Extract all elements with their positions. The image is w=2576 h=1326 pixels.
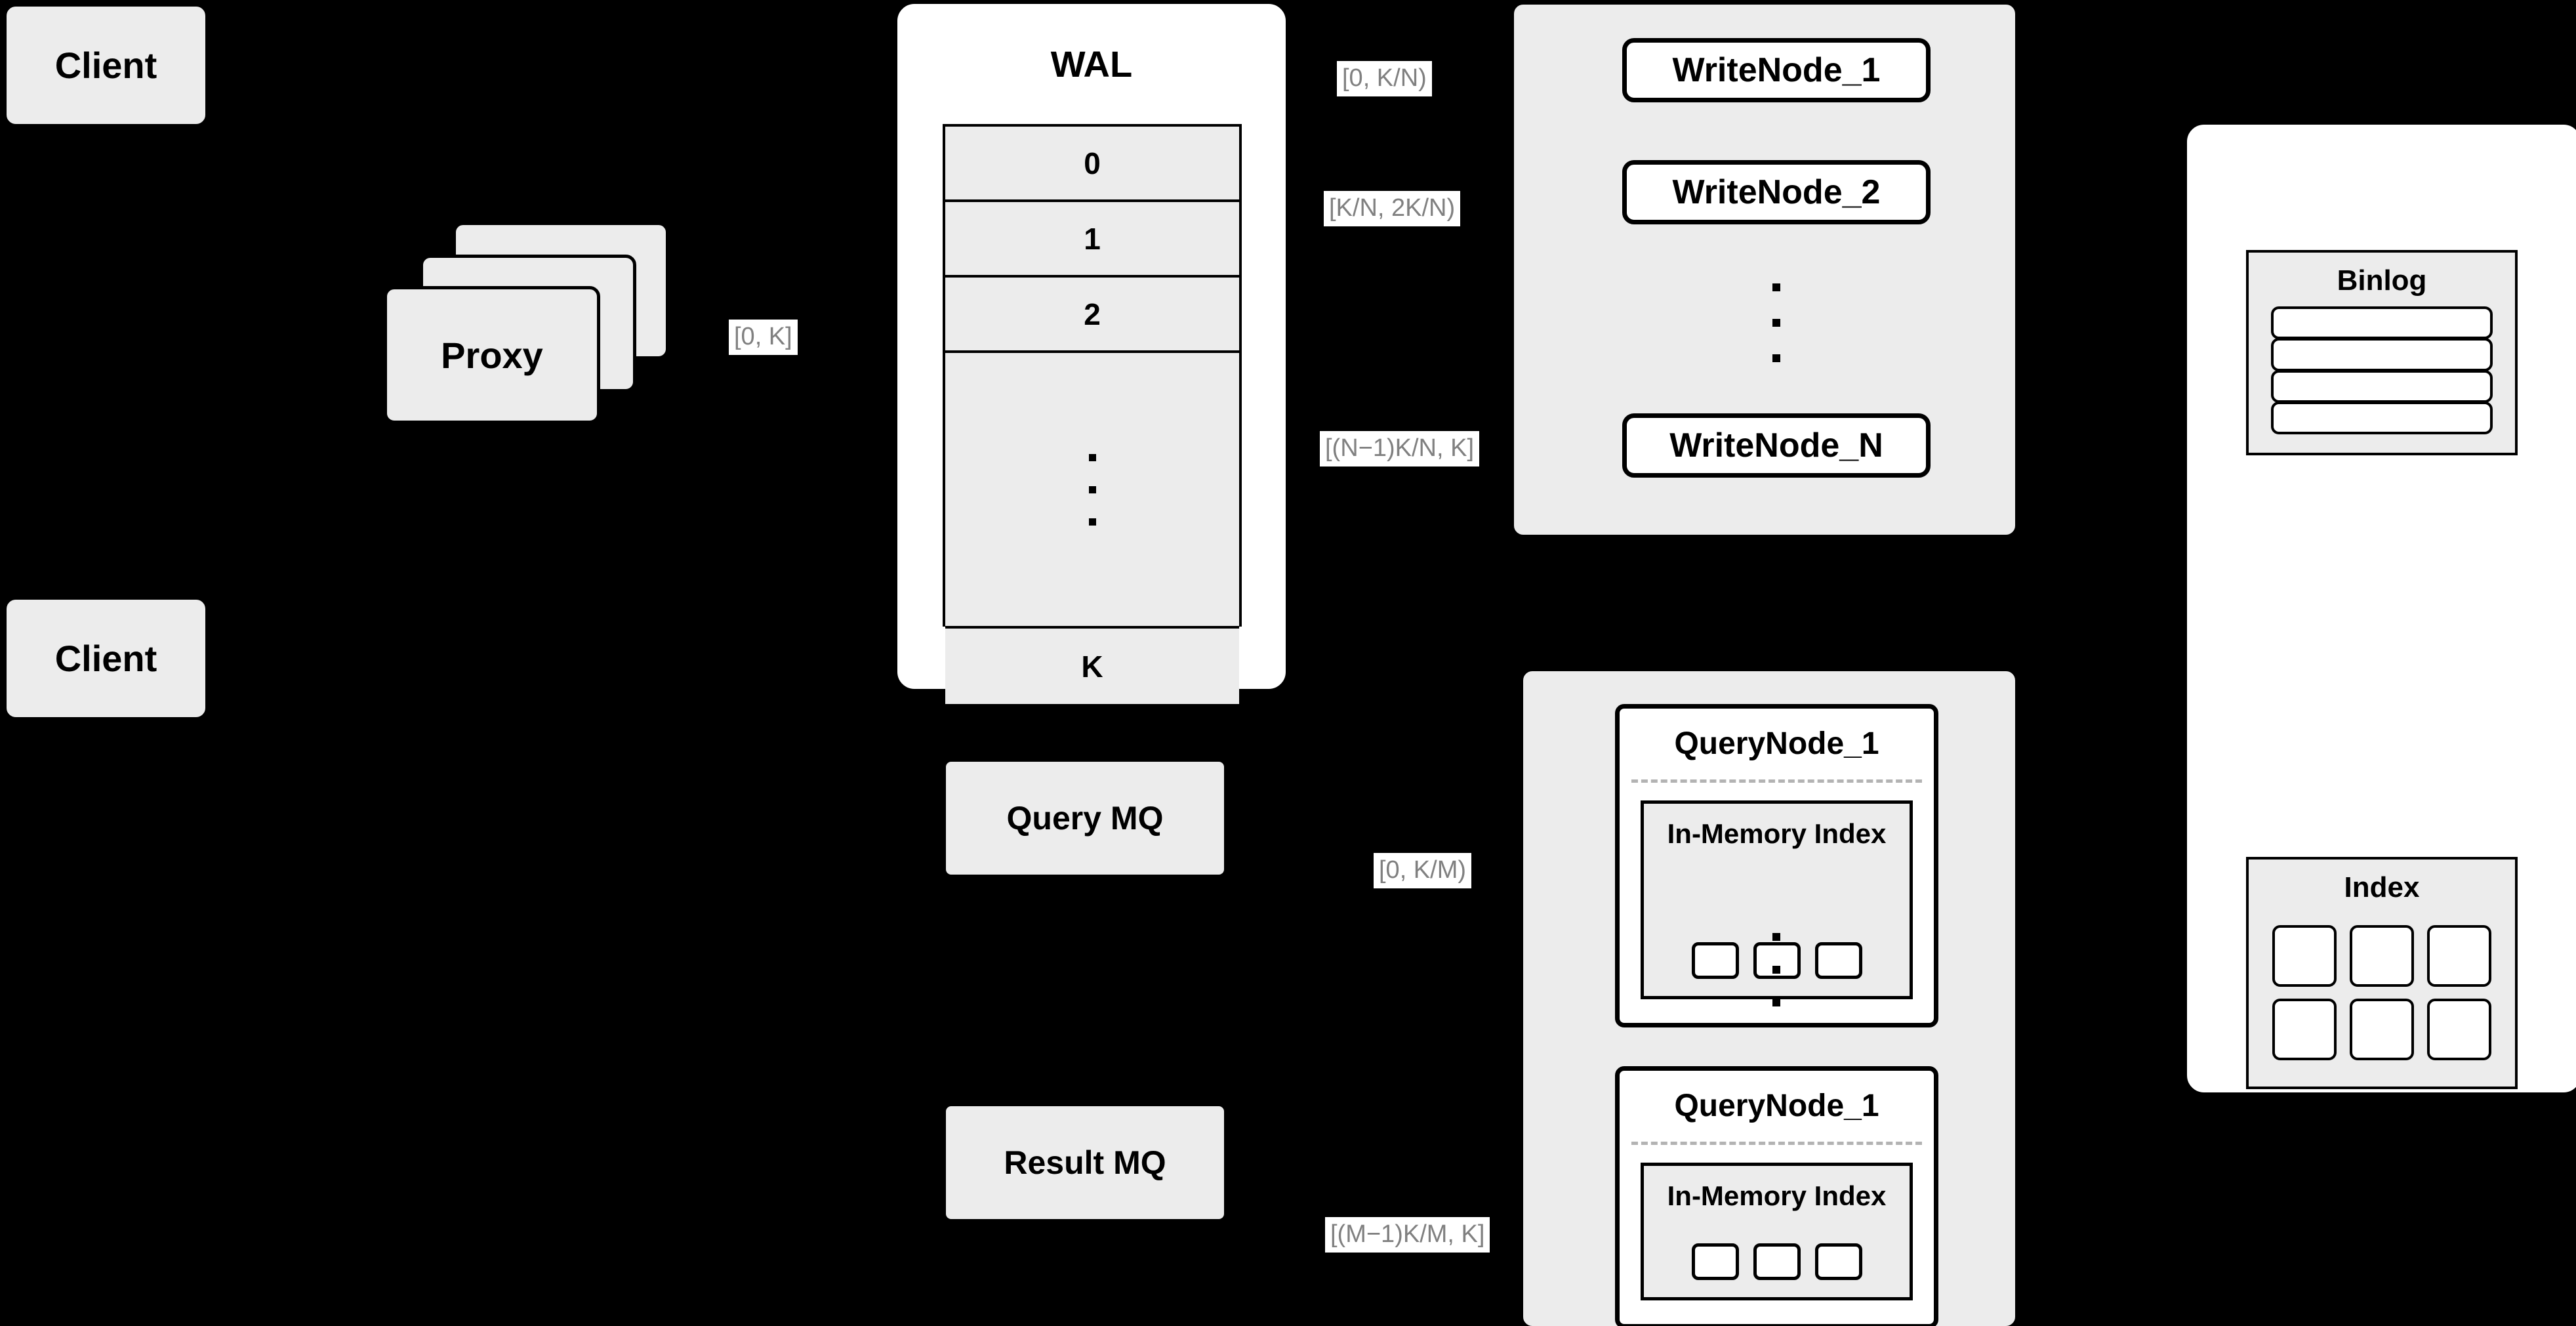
write-node-ellipsis: [1772, 283, 1780, 362]
binlog-row[interactable]: [2271, 306, 2493, 340]
wal-entry-list: 0 1 2 K: [943, 124, 1242, 704]
index-cell[interactable]: [1753, 942, 1801, 979]
wal-entry[interactable]: K: [945, 629, 1239, 704]
client-label: Client: [54, 637, 157, 679]
in-memory-index-label: In-Memory Index: [1667, 818, 1887, 849]
ellipsis-dot: [1772, 999, 1780, 1006]
write-node-1[interactable]: WriteNode_1: [1622, 38, 1931, 102]
index-cell[interactable]: [1814, 942, 1862, 979]
edge-label-proxy-range: [0, K]: [729, 320, 798, 355]
edge-label-querynode-m-range: [(M−1)K/M, K]: [1325, 1217, 1490, 1253]
write-node-n[interactable]: WriteNode_N: [1622, 413, 1931, 478]
ellipsis-dot: [1772, 933, 1780, 941]
write-node-2[interactable]: WriteNode_2: [1622, 160, 1931, 224]
index-cell[interactable]: [2272, 925, 2337, 987]
index-cell[interactable]: [1691, 942, 1739, 979]
wal-entry-ellipsis: [945, 353, 1239, 629]
ellipsis-dot: [1772, 319, 1780, 327]
index-cell[interactable]: [2350, 999, 2414, 1060]
in-memory-index-box: In-Memory Index: [1641, 1163, 1913, 1300]
binlog-title: Binlog: [2337, 264, 2427, 297]
in-memory-index-cells: [1644, 942, 1910, 979]
in-memory-index-label: In-Memory Index: [1667, 1180, 1887, 1211]
ellipsis-dot: [1772, 283, 1780, 291]
ellipsis-dot: [1772, 354, 1780, 362]
index-cell[interactable]: [1753, 1243, 1801, 1280]
ellipsis-dot: [1088, 518, 1096, 526]
client-node-1[interactable]: Client: [5, 5, 207, 125]
ellipsis-dot: [1088, 486, 1096, 493]
result-mq-node[interactable]: Result MQ: [945, 1105, 1225, 1220]
query-node-label: QueryNode_1: [1674, 1088, 1879, 1123]
index-cell[interactable]: [2427, 999, 2491, 1060]
edge-label-writenode-2-range: [K/N, 2K/N): [1324, 191, 1461, 226]
ellipsis-dot: [1088, 453, 1096, 461]
wal-entry[interactable]: 1: [945, 202, 1239, 278]
in-memory-index-cells: [1644, 1243, 1910, 1280]
index-cell[interactable]: [2427, 925, 2491, 987]
binlog-box: Binlog: [2246, 250, 2518, 455]
binlog-row[interactable]: [2271, 369, 2493, 403]
write-node-label: WriteNode_1: [1672, 51, 1881, 89]
query-mq-label: Query MQ: [1006, 799, 1164, 837]
ellipsis-dot: [1772, 966, 1780, 974]
index-cell[interactable]: [1814, 1243, 1862, 1280]
write-node-label: WriteNode_2: [1672, 173, 1881, 211]
result-mq-label: Result MQ: [1004, 1144, 1166, 1181]
write-node-label: WriteNode_N: [1669, 426, 1883, 465]
binlog-row[interactable]: [2271, 401, 2493, 434]
wal-entry[interactable]: 0: [945, 127, 1239, 202]
binlog-row-list: [2271, 306, 2493, 434]
query-node-label: QueryNode_1: [1674, 726, 1879, 761]
query-mq-node[interactable]: Query MQ: [945, 760, 1225, 876]
wal-entry[interactable]: 2: [945, 278, 1239, 353]
edge-label-writenode-n-range: [(N−1)K/N, K]: [1320, 431, 1479, 466]
edge-label-querynode-1-range: [0, K/M): [1374, 853, 1472, 888]
edge-label-writenode-1-range: [0, K/N): [1337, 61, 1432, 96]
query-node-divider: [1631, 1142, 1922, 1145]
index-cell[interactable]: [2350, 925, 2414, 987]
client-node-2[interactable]: Client: [5, 598, 207, 718]
proxy-node[interactable]: Proxy: [384, 286, 600, 424]
index-box: Index: [2246, 857, 2518, 1089]
index-cell[interactable]: [2272, 999, 2337, 1060]
query-node-m[interactable]: QueryNode_1 In-Memory Index: [1615, 1066, 1938, 1326]
client-label: Client: [54, 44, 157, 86]
index-cell-grid: [2272, 925, 2491, 1060]
index-cell[interactable]: [1691, 1243, 1739, 1280]
wal-title: WAL: [1050, 43, 1133, 85]
index-title: Index: [2344, 871, 2420, 903]
query-node-divider: [1631, 779, 1922, 783]
binlog-row[interactable]: [2271, 338, 2493, 371]
proxy-label: Proxy: [441, 334, 543, 376]
query-node-ellipsis: [1772, 933, 1780, 1006]
